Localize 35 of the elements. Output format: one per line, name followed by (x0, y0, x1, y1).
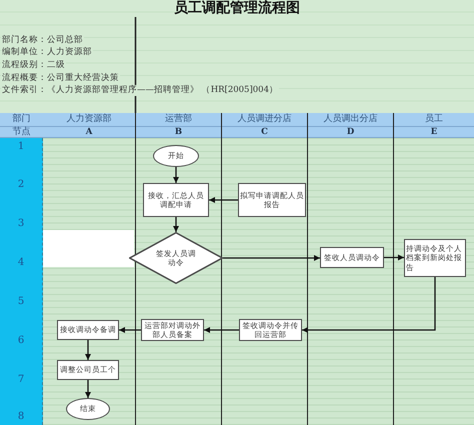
row-number: 3 (18, 218, 24, 230)
arrow (384, 254, 404, 260)
row-number: 6 (18, 335, 24, 347)
arrow (223, 255, 320, 261)
lane-code: C (222, 127, 307, 138)
arrow (204, 327, 239, 333)
row-number: 8 (18, 411, 24, 423)
row-number: 7 (18, 374, 24, 386)
arrow (173, 167, 179, 183)
swimlane (221, 113, 307, 425)
lane-header: 人员调进分店 (222, 113, 307, 127)
row-number: 1 (18, 141, 24, 153)
row-number: 2 (18, 179, 24, 191)
arrow (85, 340, 91, 360)
arrow (302, 277, 436, 333)
arrow (119, 327, 141, 333)
swimlane (307, 113, 393, 425)
arrow (85, 380, 91, 398)
header-label: 部门 (0, 113, 43, 127)
lane-header: 人员调出分店 (308, 113, 393, 127)
lane-header: 运营部 (136, 113, 221, 127)
lane-header: 员工 (394, 113, 474, 127)
lane-code: A (43, 127, 135, 138)
arrow (209, 197, 238, 203)
lane-code: B (136, 127, 221, 138)
lane-header: 人力资源部 (43, 113, 135, 127)
lane-code: D (308, 127, 393, 138)
row-number: 4 (18, 257, 24, 269)
swimlane (43, 113, 135, 425)
row-number: 5 (18, 296, 24, 308)
arrow (173, 217, 179, 232)
title: 员工调配管理流程图 (174, 0, 300, 17)
swimlane (393, 113, 474, 425)
lane-code: E (394, 127, 474, 138)
header-label: 节点 (0, 127, 43, 138)
